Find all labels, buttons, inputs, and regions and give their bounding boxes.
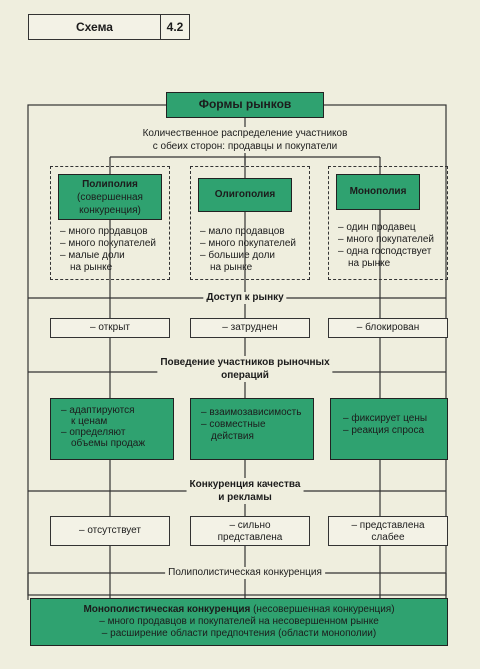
oligopoly-access: – затруднен	[190, 318, 310, 338]
polypoly-title-box: Полиполия (совершенная конкуренция)	[58, 174, 162, 220]
diagram-title: Формы рынков	[198, 97, 292, 111]
oligopoly-quality: – сильно представлена	[190, 516, 310, 546]
column-polypoly	[50, 166, 170, 280]
title-box: Формы рынков	[166, 92, 324, 118]
column-oligopoly	[190, 166, 310, 280]
polypoly-quality: – отсутствует	[50, 516, 170, 546]
monopoly-access: – блокирован	[328, 318, 448, 338]
monopoly-quality: – представлена слабее	[328, 516, 448, 546]
criterion-access: Доступ к рынку	[203, 292, 287, 304]
oligopoly-title-box: Олигополия	[198, 178, 292, 212]
oligopoly-traits: мало продавцов много покупателей большие…	[200, 226, 310, 274]
monopoly-traits: один продавец много покупателей одна гос…	[338, 222, 448, 270]
monopoly-behavior: фиксирует цены реакция спроса	[330, 398, 448, 460]
scheme-header: Схема 4.2	[28, 14, 190, 40]
criterion-behavior: Поведение участников рыночных операций	[157, 356, 333, 382]
monopolistic-traits: много продавцов и покупателей на несовер…	[31, 616, 447, 640]
criterion-quality: Конкуренция качества и рекламы	[186, 478, 304, 504]
polypoly-behavior: адаптируются к ценам определяют объемы п…	[50, 398, 174, 460]
monopoly-title-box: Монополия	[336, 174, 420, 210]
scheme-label: Схема	[29, 15, 161, 39]
monopolistic-title: Монополистическая конкуренция	[83, 604, 251, 615]
oligopoly-behavior: взаимозависимость совместные действия	[190, 398, 314, 460]
monopolistic-competition-box: Монополистическая конкуренция (несоверше…	[30, 598, 448, 646]
monopolistic-subtitle: (несовершенная конкуренция)	[253, 604, 395, 615]
scheme-number: 4.2	[166, 20, 184, 34]
polypoly-traits: много продавцов много покупателей малые …	[60, 226, 170, 274]
criterion-distribution: Количественное распределение участников …	[139, 127, 351, 153]
polypolistic-competition: Полиполистическая конкуренция	[165, 567, 325, 579]
polypoly-access: – открыт	[50, 318, 170, 338]
